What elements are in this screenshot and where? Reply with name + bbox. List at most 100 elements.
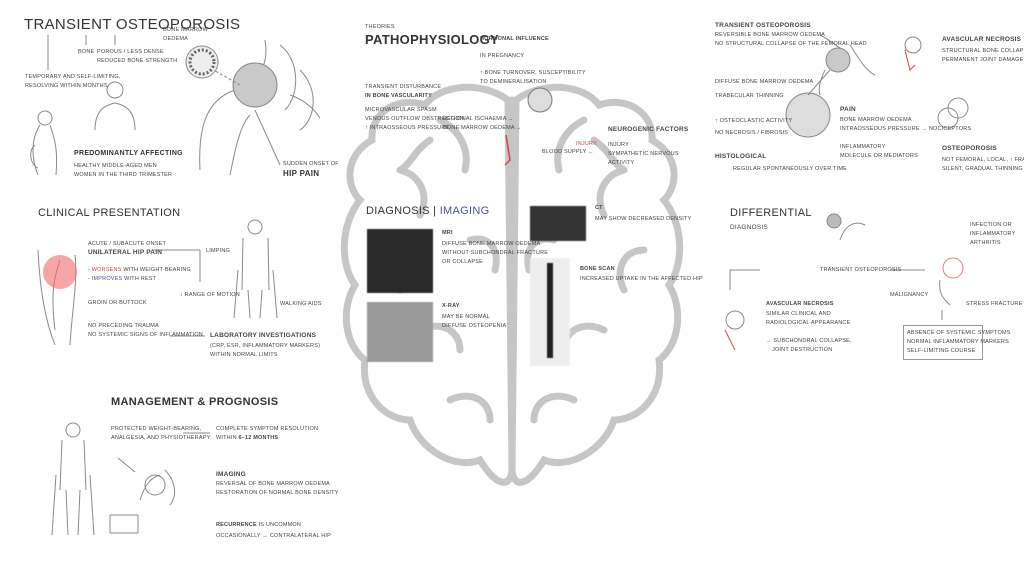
label-pain-1: BONE MARROW OEDEMA (840, 117, 912, 123)
label-tx-1: PROTECTED WEIGHT-BEARING, (111, 426, 202, 432)
worsens-word: WORSENS (91, 267, 122, 273)
label-no-necrosis: NO NECROSIS / FIBROSIS (715, 130, 789, 136)
label-predominantly: PREDOMINANTLY AFFECTING (74, 150, 183, 157)
bone-circle-icon (826, 213, 842, 229)
label-stress: STRESS FRACTURE (966, 301, 1023, 307)
label-trabecular: TRABECULAR THINNING (715, 93, 784, 99)
label-rom: ↓ RANGE OF MOTION (180, 292, 240, 298)
label-limping: LIMPING (206, 248, 231, 254)
label-mri-1: DIFFUSE BONE MARROW OEDEMA (442, 241, 541, 247)
label-no-systemic: NO SYSTEMIC SIGNS OF INFLAMMATION (88, 332, 203, 338)
injection-hip-illustration (117, 457, 176, 506)
trabecular-magnified-circle (785, 92, 831, 138)
label-inflam-2: MOLECULE OR MEDIATORS (840, 153, 918, 159)
label-center: TRANSIENT OSTEOPOROSIS (820, 267, 902, 273)
label-recur: RECURRENCE IS UNCOMMON (216, 521, 301, 530)
res-2a: WITHIN (216, 435, 239, 441)
label-bmo: BONE MARROW OEDEMA → (443, 125, 522, 131)
label-hormonal: HORMONAL INFLUENCE (480, 36, 549, 42)
stress-fracture-hip (939, 257, 964, 306)
label-diff-avn: AVASCULAR NECROSIS (766, 301, 834, 307)
label-ischaemia: REGIONAL ISCHAEMIA → (443, 116, 514, 122)
label-women: WOMEN IN THE THIRD TRIMESTER (74, 172, 173, 178)
brain-outline (340, 83, 684, 486)
label-scan-1: INCREASED UPTAKE IN THE AFFECTED HIP (580, 276, 703, 282)
bone-texture-circle-icon-2 (527, 87, 553, 113)
label-diffuse: DIFFUSE BONE MARROW OEDEMA (715, 79, 814, 85)
label-onset: ACUTE / SUBACUTE ONSET (88, 241, 167, 247)
pain-area-highlight (43, 255, 77, 289)
label-ct: CT (595, 205, 603, 211)
label-worsens: - WORSENS WITH WEIGHT-BEARING (88, 267, 191, 273)
label-inf-1: INFECTION OR (970, 222, 1012, 228)
diagnosis-title-a: DIAGNOSIS | (366, 205, 440, 217)
section-title-clinical: CLINICAL PRESENTATION (38, 207, 181, 219)
label-demin: TO DEMINERALISATION (480, 79, 547, 85)
label-unilateral-pain: UNILATERAL HIP PAIN (88, 249, 163, 256)
label-scan: BONE SCAN (580, 266, 615, 272)
crutches-man-figure (233, 219, 278, 319)
label-men: HEALTHY MIDDLE-AGED MEN (74, 163, 157, 169)
label-xray-2: DIFFUSE OSTEOPENIA (442, 323, 507, 329)
label-to-1: REVERSIBLE BONE MARROW OEDEMA (715, 32, 826, 38)
mri-image (367, 229, 433, 293)
osteoporosis-hip-illustration (937, 97, 969, 129)
label-lab-1: (CRP, ESR, INFLAMMATORY MARKERS) (210, 343, 321, 349)
label-disturbance: TRANSIENT DISTURBANCE (365, 84, 442, 90)
label-reduced: REDUCED BONE STRENGTH (97, 58, 178, 64)
label-activity: ACTIVITY (608, 160, 635, 166)
avn-hip-illustration (904, 36, 922, 71)
label-pressure: ↑ INTRAOSSEOUS PRESSURE (365, 125, 450, 131)
label-xray: X-RAY (442, 303, 460, 309)
label-osteoclastic: ↑ OSTEOCLASTIC ACTIVITY (715, 118, 793, 124)
improves-rest: WITH REST (124, 276, 157, 282)
recur-word: RECURRENCE (216, 522, 257, 528)
pregnant-woman-figure (30, 110, 58, 176)
label-diff-avn-3: → SUBCHONDRAL COLLAPSE, (766, 338, 852, 344)
summary-box: ABSENCE OF SYSTEMIC SYMPTOMS NORMAL INFL… (903, 325, 1010, 360)
label-hip-pain: HIP PAIN (283, 169, 320, 178)
label-histological: HISTOLOGICAL (715, 153, 767, 160)
label-blood: BLOOD SUPPLY ← (542, 149, 594, 155)
label-vascularity: IN BONE VASCULARITY (365, 93, 432, 99)
hip-joint-illustration (199, 39, 321, 176)
label-bone: BONE (78, 49, 95, 55)
label-venous: VENOUS OUTFLOW OBSTRUCTION (365, 116, 465, 122)
label-imaging: IMAGING (216, 471, 246, 478)
label-theories: THEORIES (365, 24, 395, 30)
label-res-1: COMPLETE SYMPTOM RESOLUTION (216, 426, 319, 432)
recur-rest: IS UNCOMMON (256, 522, 302, 528)
label-spasm: MICROVASCULAR SPASM (365, 107, 437, 113)
label-diagnosis: DIAGNOSIS (730, 224, 768, 231)
label-temporary: TEMPORARY AND SELF-LIMITING, (25, 74, 121, 80)
label-avn-title: AVASCULAR NECROSIS (942, 36, 1022, 43)
label-ct-1: MAY SHOW DECREASED DENSITY (595, 216, 692, 222)
label-mri: MRI (442, 230, 453, 236)
label-avn-1: STRUCTURAL BONE COLLAPSE (942, 48, 1024, 54)
label-avn-2: PERMANENT JOINT DAMAGE (942, 57, 1024, 63)
label-injury: INJURY (608, 142, 629, 148)
label-op-2: SILENT, GRADUAL THINNING (942, 166, 1023, 172)
label-diff-avn-2: RADIOLOGICAL APPEARANCE (766, 320, 851, 326)
label-recur-2: OCCASIONALLY → CONTRALATERAL HIP (216, 533, 332, 539)
label-mri-3: OR COLLAPSE (442, 259, 484, 265)
label-to-title: TRANSIENT OSTEOPOROSIS (715, 22, 811, 29)
label-resolving: RESOLVING WITHIN MONTHS (25, 83, 108, 89)
crutches-man-figure-2 (51, 422, 95, 536)
label-inf-2: INFLAMMATORY (970, 231, 1016, 237)
label-inflam-1: INFLAMMATORY (840, 144, 886, 150)
label-pain-2: INTRAOSSEOUS PRESSURE → NOCICEPTORS (840, 126, 972, 132)
label-pain: PAIN (840, 106, 856, 113)
section-title-management: MANAGEMENT & PROGNOSIS (111, 396, 279, 408)
label-sudden: SUDDEN ONSET OF (283, 161, 339, 167)
xray-image (367, 302, 433, 362)
bone-texture-circle-icon (185, 45, 219, 79)
improves-word: IMPROVES (91, 276, 123, 282)
section-title-differential: DIFFERENTIAL (730, 207, 812, 219)
label-lab-2: WITHIN NORMAL LIMITS (210, 352, 278, 358)
label-improves: - IMPROVES WITH REST (88, 276, 157, 282)
label-groin: GROIN OR BUTTOCK (88, 300, 147, 306)
label-inf-3: ARTHRITIS (970, 240, 1001, 246)
label-marrow: BONE MARROW (163, 27, 208, 33)
